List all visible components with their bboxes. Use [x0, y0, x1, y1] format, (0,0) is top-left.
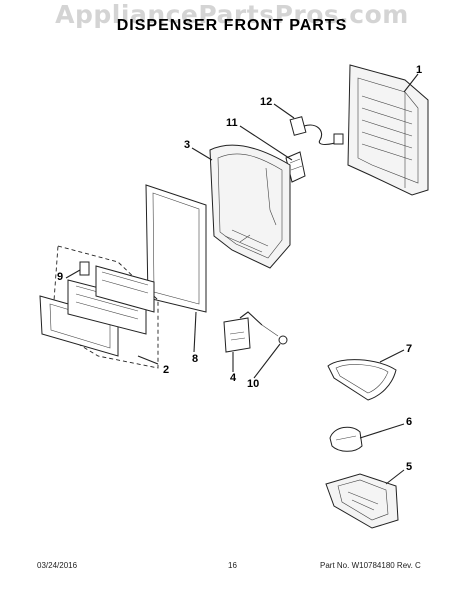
leader-6 [359, 423, 405, 439]
leader-8 [193, 311, 197, 353]
callout-2: 2 [163, 364, 170, 376]
assembly-2-group-outline [51, 245, 159, 369]
diagram-title: DISPENSER FRONT PARTS [116, 17, 348, 34]
callout-12: 12 [260, 96, 273, 108]
callout-5: 5 [406, 461, 413, 473]
leader-5 [385, 469, 405, 485]
part-8-frame [145, 184, 207, 313]
leader-3 [191, 147, 213, 161]
leader-1 [403, 73, 419, 93]
footer-part-number: Part No. W10784180 Rev. C [320, 561, 421, 570]
callout-8: 8 [192, 353, 199, 365]
footer-page-number: 16 [228, 561, 237, 570]
footer-date: 03/24/2016 [37, 561, 78, 570]
part-7-drip-tray [327, 359, 397, 401]
callout-7: 7 [406, 343, 413, 355]
part-2-display-assembly [39, 265, 155, 357]
leader-9 [65, 269, 81, 279]
leader-7 [379, 349, 405, 363]
part-6-bracket [329, 426, 363, 452]
leader-12 [273, 103, 295, 119]
callout-11: 11 [226, 117, 238, 129]
leader-10 [253, 343, 281, 379]
callout-10: 10 [247, 378, 260, 390]
callout-3: 3 [184, 139, 191, 151]
part-12-wire-harness [289, 116, 344, 146]
part-3-chute-housing [209, 144, 291, 269]
callout-6: 6 [406, 416, 413, 428]
leader-2 [137, 355, 159, 365]
watermark-text: AppliancePartsPros.com [55, 0, 409, 29]
part-5-base [325, 473, 399, 529]
part-9-clip [79, 261, 90, 276]
callout-1: 1 [416, 64, 423, 76]
part-1-housing [347, 64, 429, 196]
callout-4: 4 [230, 372, 237, 384]
part-4-paddle [223, 311, 263, 353]
part-10-spring [261, 324, 288, 345]
callout-9: 9 [57, 271, 64, 283]
leader-11 [239, 125, 293, 161]
